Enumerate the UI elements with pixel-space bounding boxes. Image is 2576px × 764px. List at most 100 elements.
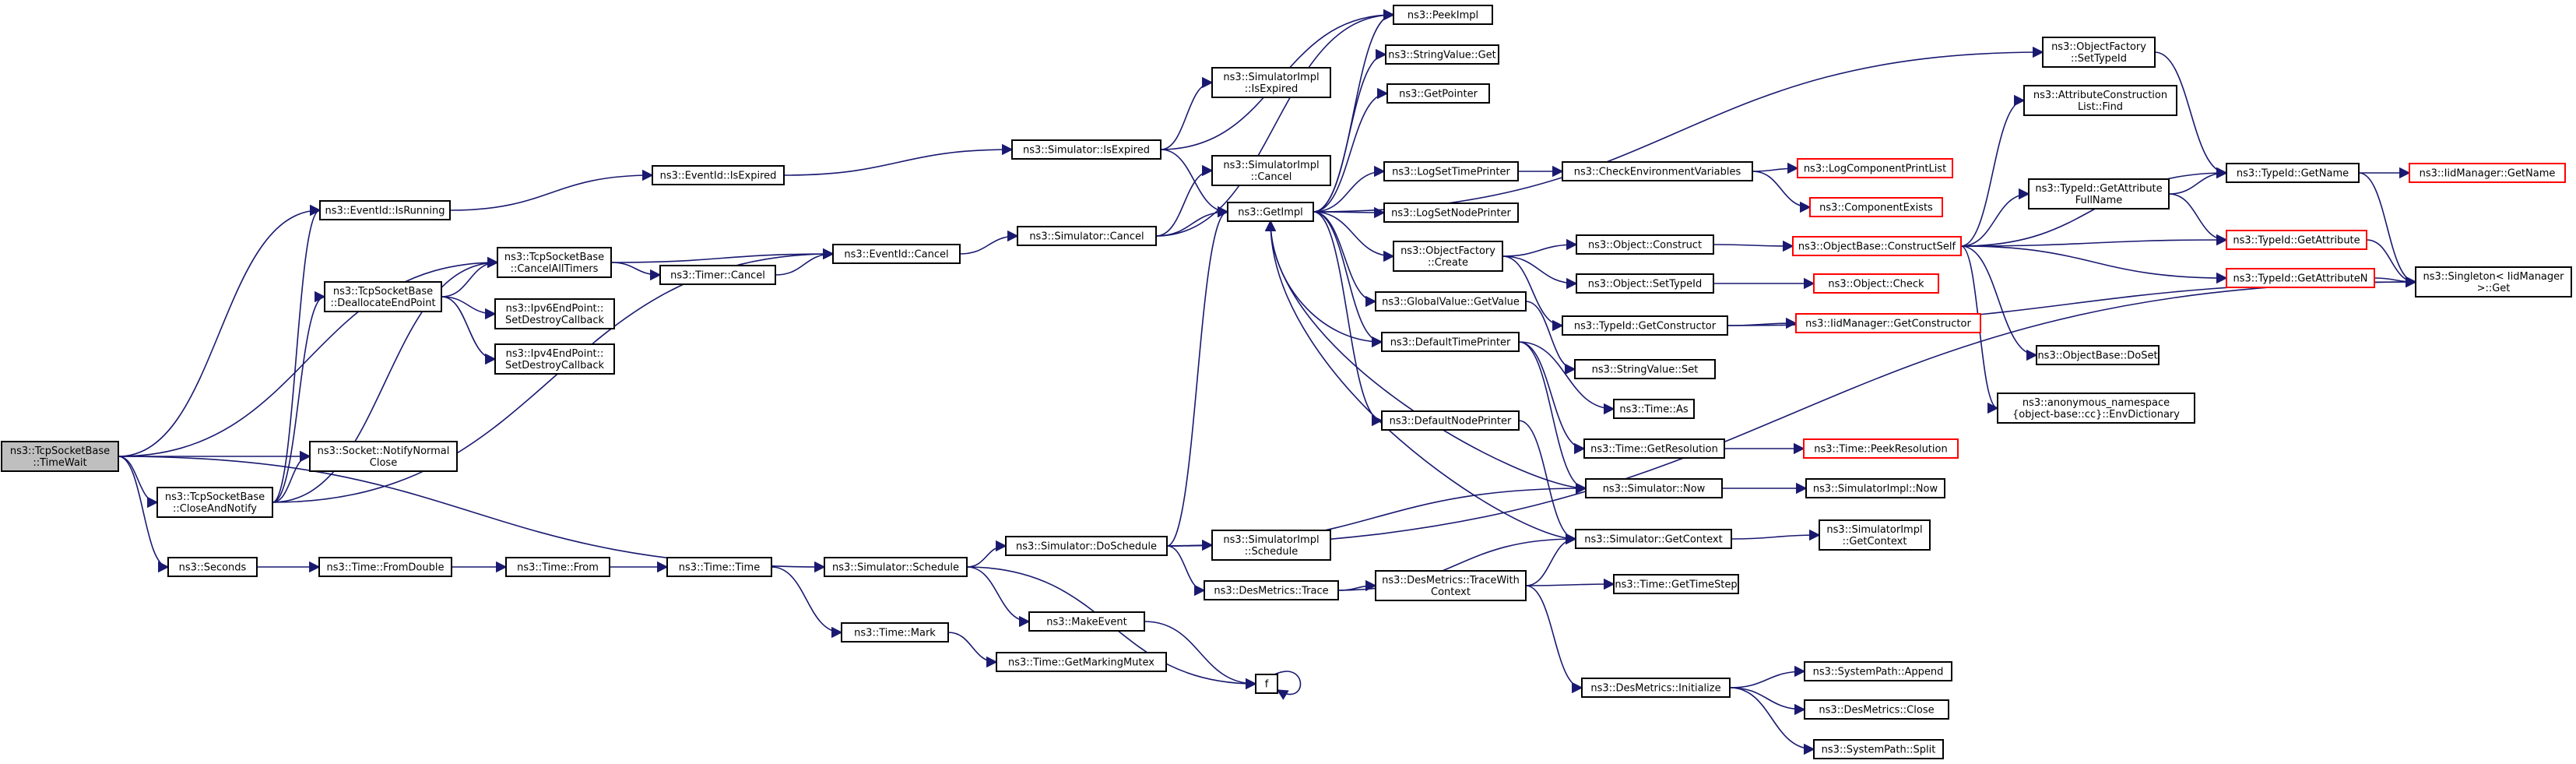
graph-node-getpointer[interactable]: ns3::GetPointer bbox=[1386, 83, 1490, 104]
graph-node-timegetresolution[interactable]: ns3::Time::GetResolution bbox=[1583, 438, 1725, 459]
graph-node-eventidisexpired[interactable]: ns3::EventId::IsExpired bbox=[652, 165, 785, 185]
graph-node-simisexpired[interactable]: ns3::Simulator::IsExpired bbox=[1011, 139, 1161, 160]
graph-node-objfactorysettypeid[interactable]: ns3::ObjectFactory::SetTypeId bbox=[2042, 37, 2156, 68]
graph-node-singletonget[interactable]: ns3::Singleton< IidManager >::Get bbox=[2415, 266, 2572, 298]
node-label: SetDestroyCallback bbox=[505, 360, 605, 371]
node-box bbox=[1792, 236, 1962, 256]
graph-node-timeas[interactable]: ns3::Time::As bbox=[1613, 399, 1695, 419]
node-box bbox=[1562, 161, 1753, 181]
graph-node-defaulttimeprinter[interactable]: ns3::DefaultTimePrinter bbox=[1381, 332, 1520, 352]
graph-node-makeevent[interactable]: ns3::MakeEvent bbox=[1028, 611, 1145, 632]
node-label: ns3::EventId::Cancel bbox=[844, 249, 948, 261]
graph-node-timefrom[interactable]: ns3::Time::From bbox=[505, 557, 610, 577]
graph-node-objbasedoset[interactable]: ns3::ObjectBase::DoSet bbox=[2036, 345, 2160, 365]
node-box bbox=[494, 343, 615, 375]
node-box bbox=[2226, 163, 2360, 183]
graph-node-implcancel[interactable]: ns3::SimulatorImpl::Cancel bbox=[1211, 155, 1331, 186]
graph-node-objconstruct[interactable]: ns3::Object::Construct bbox=[1576, 234, 1714, 255]
graph-node-simschedule[interactable]: ns3::Simulator::Schedule bbox=[824, 557, 968, 577]
edge-cancelalltimers-to-timercancel bbox=[610, 262, 662, 281]
graph-node-timetime[interactable]: ns3::Time::Time bbox=[666, 557, 772, 577]
node-label: ns3::Simulator::Schedule bbox=[832, 562, 959, 574]
node-label: ns3::DesMetrics::Initialize bbox=[1590, 683, 1720, 695]
node-label: ::SetTypeId bbox=[2071, 53, 2127, 65]
graph-node-componentexists[interactable]: ns3::ComponentExists bbox=[1809, 197, 1943, 217]
graph-node-stringvalueget[interactable]: ns3::StringValue::Get bbox=[1385, 44, 1499, 65]
graph-node-objectcheck[interactable]: ns3::Object::Check bbox=[1813, 273, 1939, 294]
graph-node-anonenvdict[interactable]: ns3::anonymous_namespace{object-base::cc… bbox=[1997, 393, 2195, 424]
graph-node-defaultnodeprinter[interactable]: ns3::DefaultNodePrinter bbox=[1381, 410, 1520, 431]
graph-node-logcompprintlist[interactable]: ns3::LogComponentPrintList bbox=[1797, 158, 1953, 178]
graph-node-syspathsplit[interactable]: ns3::SystemPath::Split bbox=[1813, 739, 1944, 759]
graph-node-timercancel[interactable]: ns3::Timer::Cancel bbox=[659, 265, 776, 285]
node-box bbox=[652, 165, 785, 185]
node-box bbox=[2036, 345, 2160, 365]
node-label: f bbox=[1265, 679, 1269, 691]
graph-node-deallocate[interactable]: ns3::TcpSocketBase::DeallocateEndPoint bbox=[324, 281, 442, 312]
graph-node-logsetnodeprinter[interactable]: ns3::LogSetNodePrinter bbox=[1383, 202, 1519, 223]
node-label: ::DeallocateEndPoint bbox=[330, 298, 435, 309]
graph-node-desinitialize[interactable]: ns3::DesMetrics::Initialize bbox=[1581, 678, 1731, 698]
graph-node-fromdouble[interactable]: ns3::Time::FromDouble bbox=[318, 557, 452, 577]
node-label: Context bbox=[1431, 586, 1471, 598]
graph-node-desclose[interactable]: ns3::DesMetrics::Close bbox=[1804, 699, 1949, 720]
node-box bbox=[1613, 574, 1739, 594]
graph-node-typeidgetconstructor[interactable]: ns3::TypeId::GetConstructor bbox=[1562, 315, 1728, 336]
graph-node-typeidgetattributen[interactable]: ns3::TypeId::GetAttributeN bbox=[2226, 268, 2375, 288]
graph-node-ipv6cb[interactable]: ns3::Ipv6EndPoint::SetDestroyCallback bbox=[494, 298, 615, 329]
graph-node-objsettypeid[interactable]: ns3::Object::SetTypeId bbox=[1576, 273, 1714, 294]
node-box bbox=[824, 557, 968, 577]
node-box bbox=[659, 265, 776, 285]
graph-node-typeidgetname[interactable]: ns3::TypeId::GetName bbox=[2226, 163, 2360, 183]
graph-node-implisexpired[interactable]: ns3::SimulatorImpl::IsExpired bbox=[1211, 67, 1331, 98]
graph-node-peekimpl[interactable]: ns3::PeekImpl bbox=[1393, 5, 1493, 25]
graph-node-timemark[interactable]: ns3::Time::Mark bbox=[841, 622, 949, 643]
graph-node-objfactorycreate[interactable]: ns3::ObjectFactory::Create bbox=[1393, 241, 1503, 272]
graph-node-timepeekresolution[interactable]: ns3::Time::PeekResolution bbox=[1803, 438, 1959, 459]
edge-desinitialize-to-desclose bbox=[1729, 687, 1806, 716]
graph-node-implnow[interactable]: ns3::SimulatorImpl::Now bbox=[1805, 478, 1945, 498]
node-box bbox=[1576, 273, 1714, 294]
graph-node-globalvalueget[interactable]: ns3::GlobalValue::GetValue bbox=[1375, 291, 1527, 312]
graph-node-ipv4cb[interactable]: ns3::Ipv4EndPoint::SetDestroyCallback bbox=[494, 343, 615, 375]
node-box bbox=[497, 247, 612, 278]
graph-node-objbaseconstructself[interactable]: ns3::ObjectBase::ConstructSelf bbox=[1792, 236, 1962, 256]
graph-node-stringvalueset[interactable]: ns3::StringValue::Set bbox=[1574, 359, 1716, 379]
graph-node-logsettimeprinter[interactable]: ns3::LogSetTimePrinter bbox=[1383, 161, 1519, 181]
graph-node-syspathappend[interactable]: ns3::SystemPath::Append bbox=[1804, 661, 1952, 681]
node-label: ns3::SystemPath::Split bbox=[1822, 745, 1936, 756]
graph-node-simnow[interactable]: ns3::Simulator::Now bbox=[1585, 478, 1723, 498]
graph-node-destrace[interactable]: ns3::DesMetrics::Trace bbox=[1204, 580, 1339, 600]
node-label: ns3::anonymous_namespace bbox=[2022, 397, 2170, 409]
graph-node-simgetcontext[interactable]: ns3::Simulator::GetContext bbox=[1575, 529, 1732, 549]
node-box bbox=[1381, 410, 1520, 431]
graph-node-closeandnotify[interactable]: ns3::TcpSocketBase::CloseAndNotify bbox=[156, 487, 273, 518]
graph-node-simcancel[interactable]: ns3::Simulator::Cancel bbox=[1017, 226, 1157, 246]
graph-node-getmarkingmutex[interactable]: ns3::Time::GetMarkingMutex bbox=[996, 652, 1167, 672]
graph-node-timegettimestep[interactable]: ns3::Time::GetTimeStep bbox=[1613, 574, 1739, 594]
edges-layer bbox=[118, 9, 2417, 755]
graph-node-implschedule[interactable]: ns3::SimulatorImpl::Schedule bbox=[1211, 530, 1331, 561]
graph-node-isrunning[interactable]: ns3::EventId::IsRunning bbox=[319, 200, 451, 220]
node-label: ns3::Timer::Cancel bbox=[670, 270, 765, 282]
graph-node-simdoschedule[interactable]: ns3::Simulator::DoSchedule bbox=[1005, 536, 1168, 556]
graph-node-f[interactable]: f bbox=[1255, 674, 1278, 694]
graph-node-root[interactable]: ns3::TcpSocketBase::TimeWait bbox=[1, 441, 119, 472]
graph-node-typeidgetattribute[interactable]: ns3::TypeId::GetAttribute bbox=[2226, 230, 2367, 250]
node-box bbox=[1393, 5, 1493, 25]
graph-node-iidmgetname[interactable]: ns3::IidManager::GetName bbox=[2409, 163, 2566, 183]
graph-node-seconds[interactable]: ns3::Seconds bbox=[167, 557, 258, 577]
graph-node-iidmgetconstructor[interactable]: ns3::IidManager::GetConstructor bbox=[1795, 313, 1981, 333]
edge-tracewithcontext-to-simgetcontext bbox=[1525, 533, 1577, 586]
graph-node-checkenv[interactable]: ns3::CheckEnvironmentVariables bbox=[1562, 161, 1753, 181]
edge-timemark-to-getmarkingmutex bbox=[947, 632, 998, 668]
graph-node-implgetcontext[interactable]: ns3::SimulatorImpl::GetContext bbox=[1819, 519, 1931, 551]
graph-node-eventidcancel[interactable]: ns3::EventId::Cancel bbox=[832, 244, 961, 264]
node-label: FullName bbox=[2075, 195, 2123, 206]
graph-node-cancelalltimers[interactable]: ns3::TcpSocketBase::CancelAllTimers bbox=[497, 247, 612, 278]
graph-node-getimpl[interactable]: ns3::GetImpl bbox=[1227, 202, 1314, 222]
